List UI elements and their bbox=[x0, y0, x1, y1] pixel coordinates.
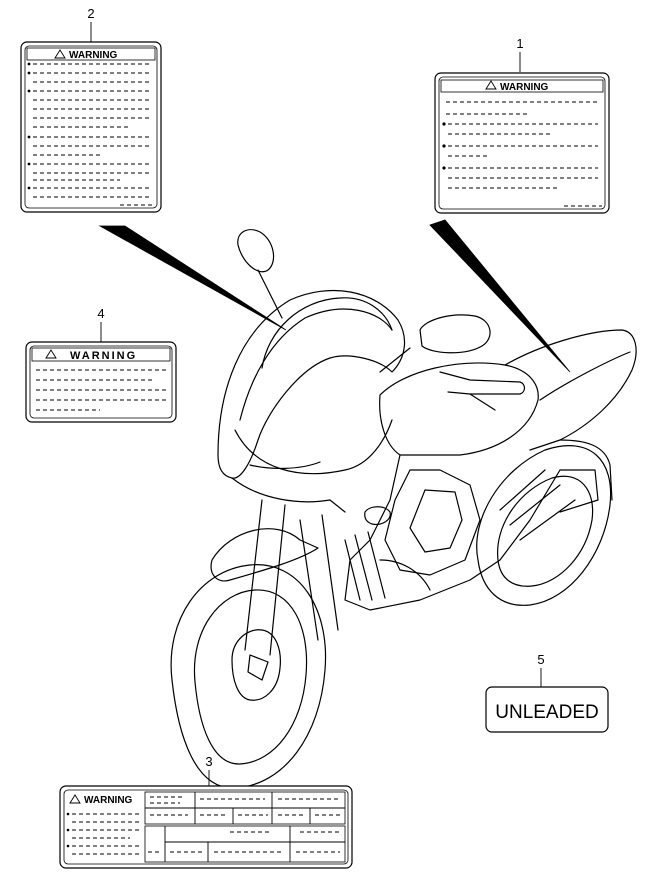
label-5-unleaded: UNLEADED bbox=[485, 686, 609, 733]
warning-triangle-icon bbox=[69, 794, 81, 804]
callout-5: 5 bbox=[537, 652, 544, 667]
callout-2: 2 bbox=[87, 6, 94, 21]
label-4-heading: WARNING bbox=[70, 350, 137, 362]
label-2-heading: WARNING bbox=[69, 50, 118, 61]
warning-triangle-icon bbox=[485, 80, 497, 90]
motorcycle-illustration bbox=[98, 219, 637, 789]
label-1-heading: WARNING bbox=[500, 82, 549, 93]
callout-4: 4 bbox=[97, 306, 104, 321]
label-3-warning: WARNING bbox=[59, 785, 353, 869]
callout-3: 3 bbox=[205, 754, 212, 769]
label-1-warning: WARNING bbox=[434, 72, 610, 214]
label-5-text: UNLEADED bbox=[495, 702, 598, 723]
warning-triangle-icon bbox=[54, 49, 66, 59]
callout-1: 1 bbox=[516, 36, 523, 51]
label-3-heading: WARNING bbox=[84, 795, 133, 806]
warning-triangle-icon bbox=[45, 349, 57, 359]
callouts: 1 2 3 4 5 bbox=[87, 6, 545, 786]
label-4-warning: WARNING bbox=[25, 341, 177, 423]
label-2-warning: WARNING bbox=[20, 41, 162, 213]
